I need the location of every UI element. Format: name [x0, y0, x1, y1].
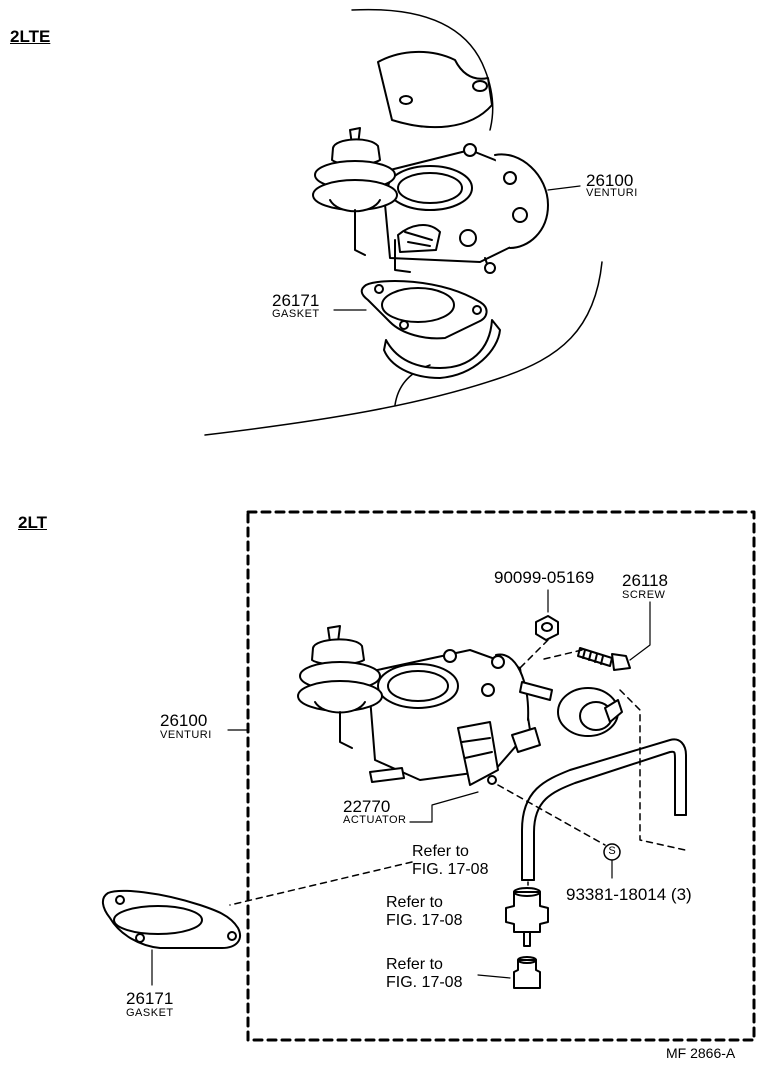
vacuum-unit: [519, 681, 623, 737]
nut-shape: [535, 615, 559, 641]
section-label-2lte: 2LTE: [10, 27, 51, 46]
gasket-bottom-shape: [102, 889, 241, 949]
hose-part-number: 93381-18014 (3): [566, 885, 692, 904]
refer-note-1-line2: FIG. 17-08: [412, 861, 489, 878]
screw-part-number: 26118: [622, 571, 669, 590]
bottom-venturi-part-name: VENTURI: [160, 729, 212, 741]
diaphragm-bottom: [297, 625, 383, 749]
refer-note-3-line1: Refer to: [386, 956, 443, 973]
bottom-assembly: [102, 510, 756, 1042]
refer-note-1-line1: Refer to: [412, 843, 469, 860]
refer-note-2-line1: Refer to: [386, 894, 443, 911]
actuator-part-number: 22770: [343, 797, 391, 816]
refer-note-3-line2: FIG. 17-08: [386, 974, 463, 991]
manifold-lower-outline: [204, 261, 603, 436]
leader-lines: [151, 589, 651, 986]
screw-part-name: SCREW: [622, 589, 666, 601]
cap-shape: [513, 956, 541, 989]
screw-shape: [577, 647, 631, 671]
venturi-body-top: [381, 143, 549, 274]
gasket-top-shape: [360, 279, 488, 340]
dashed-frame: [246, 510, 756, 1042]
top-gasket-part-name: GASKET: [272, 308, 320, 320]
assembly-dashes: [229, 639, 686, 906]
venturi-body-bottom: [367, 649, 541, 786]
grommet-shape: [505, 887, 549, 947]
upper-flange: [377, 51, 493, 129]
top-venturi-part-number: 26100: [586, 171, 634, 190]
nut-part-number: 90099-05169: [494, 568, 595, 587]
vacuum-hose: [521, 738, 687, 881]
bottom-gasket-part-name: GASKET: [126, 1007, 174, 1019]
bottom-gasket-part-number: 26171: [126, 989, 174, 1008]
bottom-venturi-part-number: 26100: [160, 711, 208, 730]
diaphragm-top: [312, 127, 411, 273]
lower-flange-top: [383, 319, 501, 379]
top-gasket-part-number: 26171: [272, 291, 320, 310]
s-marker-label: S: [608, 845, 616, 857]
top-venturi-part-name: VENTURI: [586, 187, 638, 199]
section-label-2lt: 2LT: [18, 513, 47, 532]
actuator-part-name: ACTUATOR: [343, 814, 407, 826]
manifold-outline: [351, 8, 494, 131]
top-assembly: [204, 8, 603, 436]
refer-note-2-line2: FIG. 17-08: [386, 912, 463, 929]
figure-code: MF 2866-A: [666, 1045, 736, 1061]
